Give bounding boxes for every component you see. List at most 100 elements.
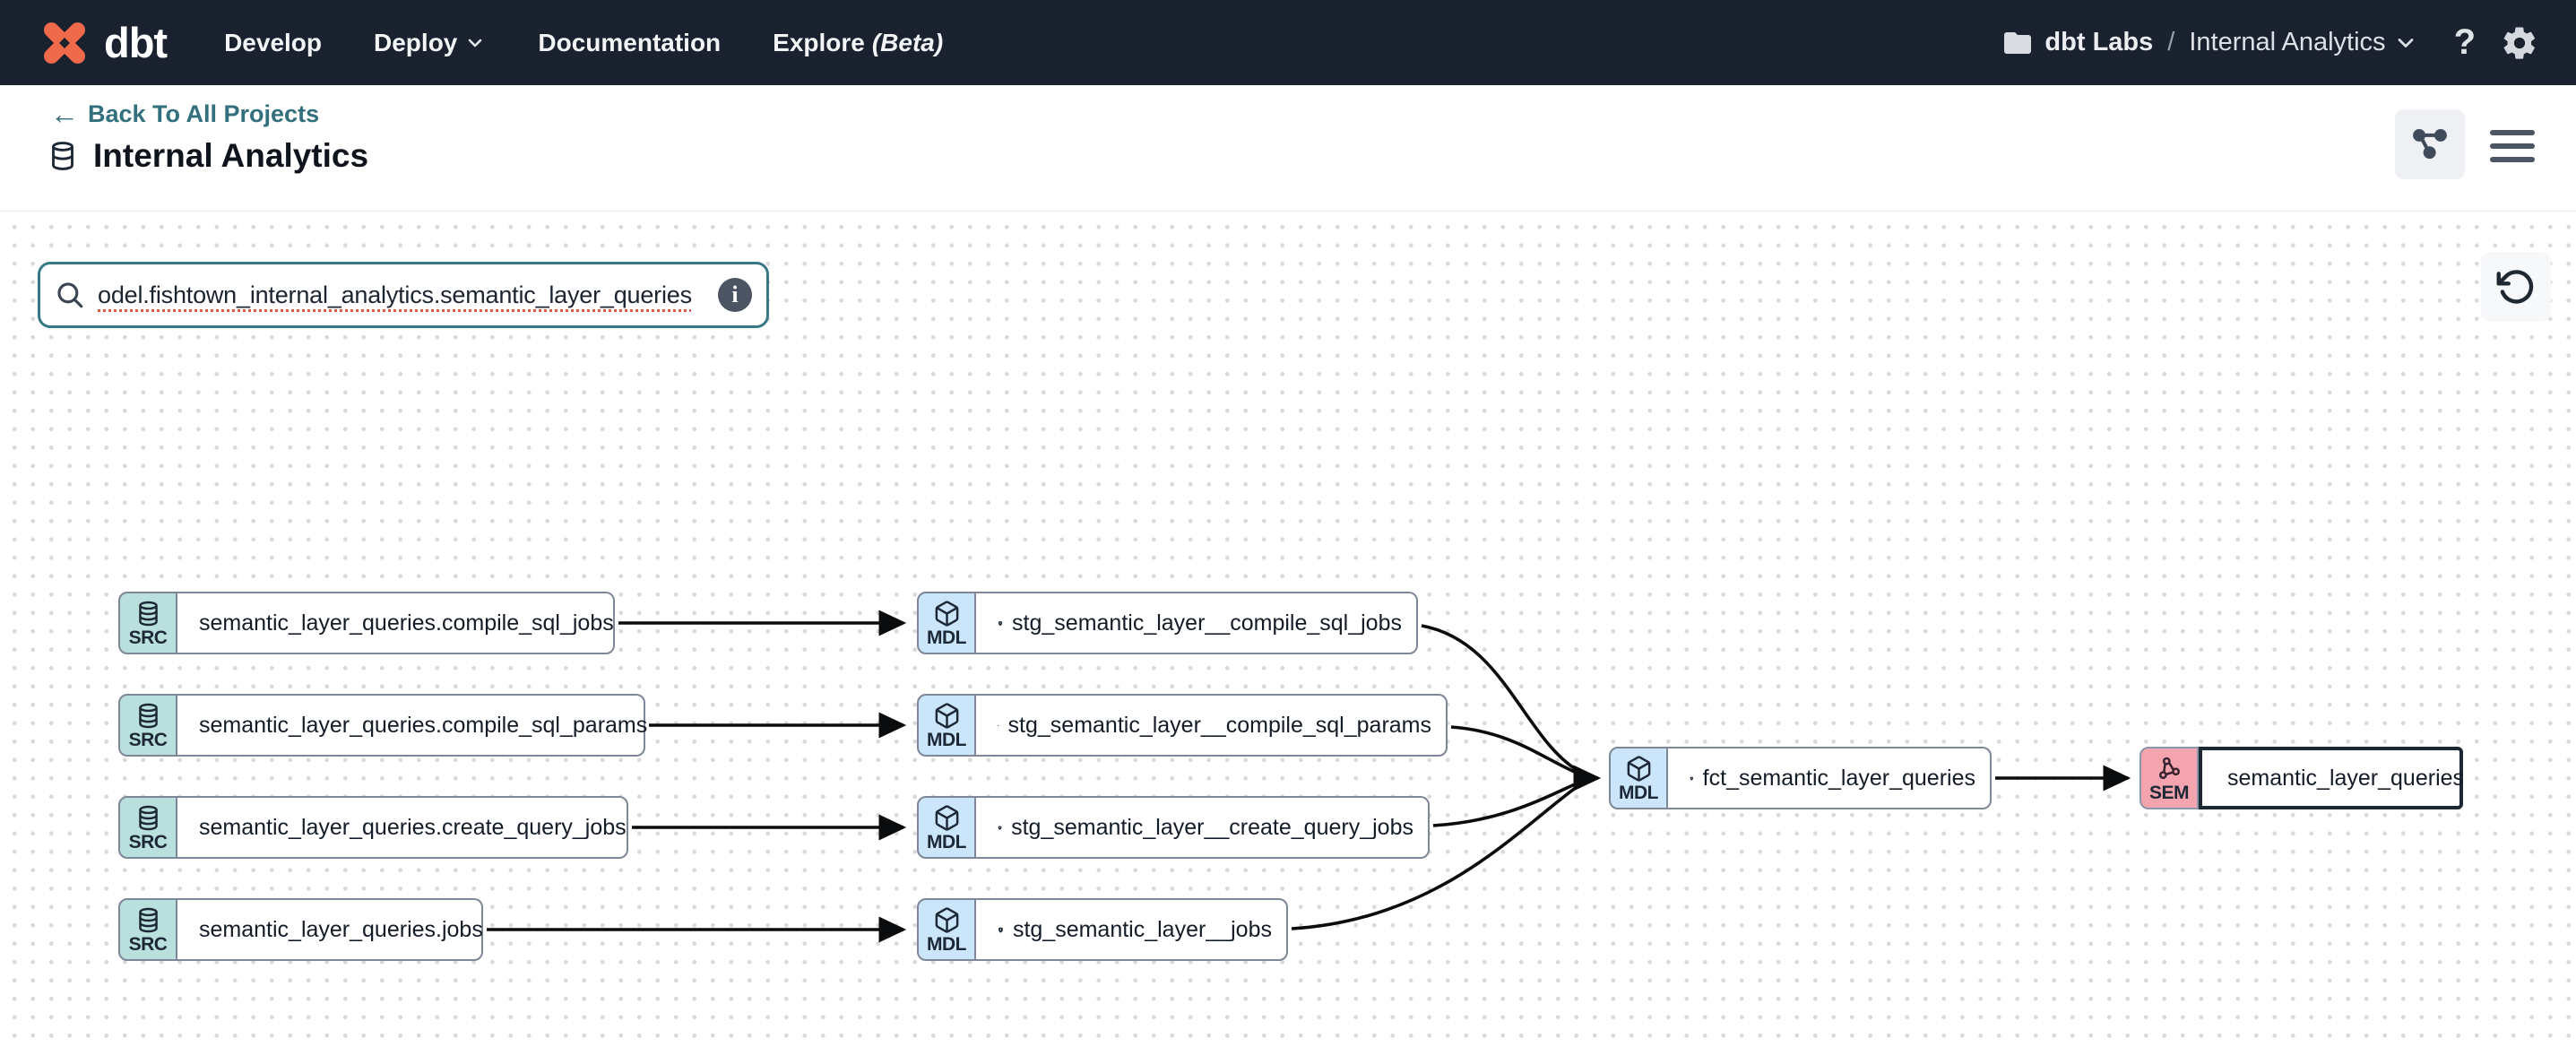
cube-icon <box>935 702 958 729</box>
node-body: stg_semantic_layer__compile_sql_jobs <box>976 592 1418 654</box>
node-type-badge: MDL <box>917 694 976 757</box>
node-type-label: MDL <box>927 627 967 648</box>
contract-shield-icon <box>998 927 1003 933</box>
node-label: semantic_layer_queries <box>2227 765 2465 791</box>
node-type-badge: MDL <box>917 592 976 654</box>
lineage-icon <box>2413 128 2447 160</box>
node-body: semantic_layer_queries.jobs <box>177 898 483 961</box>
contract-shield-icon <box>998 825 1002 830</box>
project-database-icon <box>52 142 73 170</box>
contract-shield-icon <box>998 724 999 726</box>
page-title: Internal Analytics <box>93 137 369 174</box>
node-label: stg_semantic_layer__jobs <box>1012 916 1272 942</box>
cube-icon <box>935 906 958 933</box>
node-type-badge: SRC <box>118 694 177 757</box>
graph-node-src-compile-sql-params[interactable]: SRC semantic_layer_queries.compile_sql_pa… <box>118 694 648 757</box>
gear-icon[interactable] <box>2501 24 2538 62</box>
page-header: ← Back To All Projects Internal Analytic… <box>0 85 2576 212</box>
cube-icon <box>935 600 958 627</box>
node-type-badge: MDL <box>1609 747 1668 809</box>
title-row: Internal Analytics <box>47 137 368 175</box>
dbt-logo[interactable]: dbt <box>38 16 168 70</box>
node-type-label: SEM <box>2148 782 2190 803</box>
node-type-label: MDL <box>927 831 967 852</box>
hamburger-bar <box>2490 157 2535 162</box>
breadcrumb-separator: / <box>2167 28 2175 56</box>
semantic-model-icon <box>2158 757 2180 779</box>
search-input[interactable]: odel.fishtown_internal_analytics.semanti… <box>98 281 692 308</box>
reset-view-button[interactable] <box>2481 252 2551 322</box>
folder-icon <box>2004 31 2032 54</box>
hamburger-bar <box>2490 143 2535 149</box>
graph-node-src-compile-sql-jobs[interactable]: SRC semantic_layer_queries.compile_sql_jo… <box>118 592 615 654</box>
node-label: semantic_layer_queries.jobs <box>199 916 483 942</box>
node-type-badge: SEM <box>2139 747 2199 809</box>
nav-item-deploy[interactable]: Deploy <box>374 29 486 57</box>
node-label: stg_semantic_layer__compile_sql_jobs <box>1012 610 1402 636</box>
graph-node-src-create-query-jobs[interactable]: SRC semantic_layer_queries.create_query_j… <box>118 796 628 859</box>
node-type-label: SRC <box>128 933 168 955</box>
node-label: semantic_layer_queries.create_query_jobs <box>199 814 627 840</box>
node-label: fct_semantic_layer_queries <box>1702 765 1975 791</box>
node-type-label: MDL <box>927 729 967 750</box>
info-icon[interactable]: i <box>718 278 752 312</box>
nav-items: Develop Deploy Documentation Explore (Be… <box>224 29 943 57</box>
top-nav-bar: dbt Develop Deploy Documentation Explore… <box>0 0 2576 85</box>
lineage-view-button[interactable] <box>2395 109 2465 179</box>
node-body: fct_semantic_layer_queries <box>1668 747 1992 809</box>
project-name: Internal Analytics <box>2189 28 2386 56</box>
back-link-label: Back To All Projects <box>88 100 320 127</box>
cube-icon <box>1627 755 1650 782</box>
graph-node-mdl-stg-compile-sql-params[interactable]: MDL stg_semantic_layer__compile_sql_param… <box>917 694 1448 757</box>
brand-text: dbt <box>104 19 168 66</box>
dbt-logo-icon <box>43 22 86 64</box>
node-body: semantic_layer_queries.create_query_jobs <box>177 796 628 859</box>
node-label: semantic_layer_queries.compile_sql_jobs <box>199 610 614 636</box>
chevron-down-icon <box>469 39 482 47</box>
search-icon <box>57 282 83 308</box>
database-icon <box>138 601 158 626</box>
node-type-badge: MDL <box>917 796 976 859</box>
nav-item-explore[interactable]: Explore (Beta) <box>773 28 944 56</box>
node-type-badge: MDL <box>917 898 976 961</box>
account-breadcrumb[interactable]: dbt Labs / Internal Analytics <box>2001 27 2417 59</box>
node-type-badge: SRC <box>118 796 177 859</box>
node-type-badge: SRC <box>118 898 177 961</box>
graph-node-mdl-stg-compile-sql-jobs[interactable]: MDL stg_semantic_layer__compile_sql_jobs <box>917 592 1418 654</box>
database-icon <box>138 703 158 728</box>
beta-tag: (Beta) <box>871 28 944 56</box>
node-type-label: SRC <box>128 627 168 648</box>
node-label: semantic_layer_queries.compile_sql_param… <box>199 712 648 738</box>
graph-node-src-jobs[interactable]: SRC semantic_layer_queries.jobs <box>118 898 483 961</box>
org-name: dbt Labs <box>2044 28 2154 56</box>
nav-item-documentation[interactable]: Documentation <box>538 28 722 56</box>
node-body: stg_semantic_layer__jobs <box>976 898 1288 961</box>
node-type-label: MDL <box>927 933 967 955</box>
graph-node-mdl-fct-semantic-layer-queries[interactable]: MDL fct_semantic_layer_queries <box>1609 747 1992 809</box>
node-label: stg_semantic_layer__create_query_jobs <box>1011 814 1413 840</box>
node-body: stg_semantic_layer__create_query_jobs <box>976 796 1430 859</box>
database-icon <box>138 805 158 830</box>
node-type-label: SRC <box>128 831 168 852</box>
node-body: semantic_layer_queries.compile_sql_param… <box>177 694 648 757</box>
graph-node-mdl-stg-create-query-jobs[interactable]: MDL stg_semantic_layer__create_query_jobs <box>917 796 1430 859</box>
database-icon <box>138 907 158 932</box>
cube-icon <box>935 804 958 831</box>
back-to-projects-link[interactable]: ← Back To All Projects <box>50 100 319 128</box>
graph-node-sem-semantic-layer-queries[interactable]: SEM semantic_layer_queries <box>2139 747 2465 809</box>
node-type-label: MDL <box>1619 782 1659 803</box>
node-body: semantic_layer_queries.compile_sql_jobs <box>177 592 615 654</box>
graph-node-mdl-stg-jobs[interactable]: MDL stg_semantic_layer__jobs <box>917 898 1288 961</box>
nav-right: dbt Labs / Internal Analytics ? <box>2001 22 2538 63</box>
node-type-badge: SRC <box>118 592 177 654</box>
hamburger-menu-button[interactable] <box>2490 117 2535 175</box>
node-type-label: SRC <box>128 729 168 750</box>
hamburger-bar <box>2490 130 2535 135</box>
nav-item-develop[interactable]: Develop <box>224 28 323 56</box>
node-body: semantic_layer_queries <box>2199 747 2465 809</box>
node-body: stg_semantic_layer__compile_sql_params <box>976 694 1448 757</box>
help-icon[interactable]: ? <box>2453 22 2476 62</box>
lineage-search-box[interactable]: odel.fishtown_internal_analytics.semanti… <box>38 262 769 328</box>
